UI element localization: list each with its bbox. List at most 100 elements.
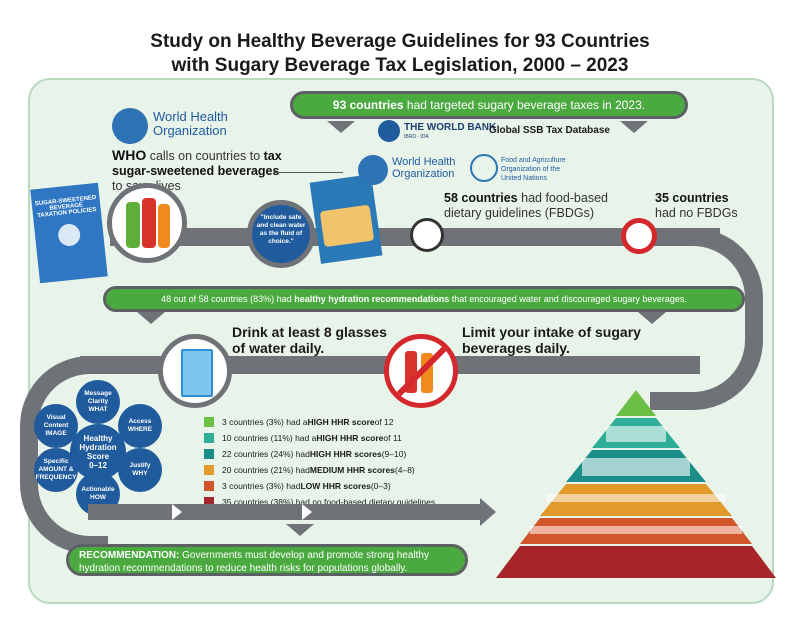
- arrow-right-icon: [172, 504, 182, 520]
- bottle-icon: [126, 202, 140, 248]
- who-name-line-1: World Health: [153, 109, 228, 124]
- who-name-line-2: Organization: [153, 123, 227, 138]
- fbdg-35-bold: 35 countries: [655, 191, 729, 205]
- fbdg-35-rest: had no FBDGs: [655, 206, 738, 220]
- legend-swatch: [204, 481, 214, 491]
- legend-row: 3 countries (3%) had a HIGH HHR score of…: [204, 414, 494, 430]
- legend-row: 22 countries (24%) had HIGH HHR scores (…: [204, 446, 494, 462]
- legend-text: 3 countries (3%) had: [222, 481, 301, 491]
- legend-swatch: [204, 465, 214, 475]
- limit-sugary-text: Limit your intake of sugary beverages da…: [462, 324, 641, 356]
- arrow-down-icon: [286, 524, 314, 536]
- pyramid-flags: [546, 494, 726, 502]
- road-curve-right: [650, 228, 763, 410]
- world-bank-logo: [378, 120, 400, 142]
- node-label: Justify: [129, 462, 151, 469]
- legend-text: of 11: [383, 433, 402, 443]
- quote-text: "Include safe and clean water as the flu…: [256, 214, 306, 245]
- legend-bold: HIGH HHR score: [316, 433, 384, 443]
- title-line-1: Study on Healthy Beverage Guidelines for…: [150, 31, 650, 52]
- food-pyramid: [496, 390, 776, 578]
- node-label: Content: [43, 422, 69, 429]
- water-glass-circle: [158, 334, 232, 408]
- title-line-2: with Sugary Beverage Tax Legislation, 20…: [171, 55, 629, 76]
- fbdg-35-text: 35 countries had no FBDGs: [655, 191, 755, 221]
- legend-row: 20 countries (21%) had MEDIUM HHR scores…: [204, 462, 494, 478]
- who-name-middle: World Health Organization: [392, 156, 455, 180]
- who-ssb-book: SUGAR-SWEETENED BEVERAGE TAXATION POLICI…: [30, 182, 108, 284]
- legend-text: 3 countries (3%) had a: [222, 417, 308, 427]
- who-emblem-icon: [358, 155, 388, 185]
- top-banner: 93 countries had targeted sugary beverag…: [290, 91, 688, 119]
- pyramid-tier-1: [616, 390, 656, 416]
- legend-text: of 12: [374, 417, 394, 427]
- arrow-down-icon: [620, 121, 648, 133]
- fbdg-58-rest: had food-based dietary guidelines (FBDGs…: [444, 191, 608, 220]
- water-glass-icon: [181, 349, 213, 397]
- node-label: IMAGE: [45, 430, 67, 437]
- legend-row: 35 countries (38%) had no food-based die…: [204, 494, 494, 510]
- node-label: AMOUNT &: [38, 466, 74, 473]
- who-name: World Health Organization: [153, 110, 228, 138]
- fao-line-1: Food and Agriculture: [501, 157, 566, 164]
- pyramid-flags: [530, 526, 742, 534]
- fbdg-book-food-image: [319, 204, 375, 248]
- legend-swatch: [204, 449, 214, 459]
- legend-text: 35 countries (38%) had no food-based die…: [222, 497, 436, 507]
- who-call-lead: WHO: [112, 147, 147, 163]
- who-name-middle-line-2: Organization: [392, 168, 455, 180]
- legend-row: 3 countries (3%) had LOW HHR scores (0–3…: [204, 478, 494, 494]
- legend-text: (9–10): [381, 449, 407, 459]
- legend-bold: HIGH HHR scores: [309, 449, 382, 459]
- fao-line-2: Organization of the: [501, 166, 561, 173]
- middle-banner-t1: 48 out of 58 countries (83%) had: [161, 294, 295, 304]
- legend-text: 22 countries (24%) had: [222, 449, 310, 459]
- fao-name: Food and Agriculture Organization of the…: [501, 156, 566, 183]
- node-label: Clarity: [87, 398, 109, 405]
- quote-leader-line: [273, 172, 343, 173]
- bottle-icon: [158, 204, 170, 248]
- recommendation-banner: RECOMMENDATION: Governments must develop…: [66, 544, 468, 576]
- node-label: Message: [84, 390, 112, 397]
- node-label: Specific: [43, 458, 69, 465]
- legend-swatch: [204, 417, 214, 427]
- drink-water-text: Drink at least 8 glasses of water daily.: [232, 324, 387, 356]
- arrow-right-icon: [302, 504, 312, 520]
- sugary-drinks-circle: [107, 183, 187, 263]
- fbdg-58-bold: 58 countries: [444, 191, 518, 205]
- hhr-center-line-3: Score: [86, 452, 110, 461]
- recommendation-rest: Governments must develop and promote str…: [79, 550, 429, 574]
- node-label: WHERE: [127, 426, 153, 433]
- top-banner-rest: had targeted sugary beverage taxes in 20…: [403, 98, 646, 112]
- legend-swatch: [204, 433, 214, 443]
- legend-bold: LOW HHR scores: [300, 481, 371, 491]
- legend-text: 20 countries (21%) had: [222, 465, 310, 475]
- arrow-right-head-icon: [480, 498, 496, 526]
- legend-text: (0–3): [370, 481, 391, 491]
- fao-emblem-icon: [470, 154, 498, 182]
- middle-banner: 48 out of 58 countries (83%) had healthy…: [103, 286, 745, 312]
- who-name-middle-line-1: World Health: [392, 156, 456, 168]
- page-title: Study on Healthy Beverage Guidelines for…: [0, 30, 800, 78]
- node-label: HOW: [90, 494, 106, 501]
- legend-swatch: [204, 497, 214, 507]
- who-call-t1: calls on countries to: [146, 149, 264, 163]
- legend-bold: MEDIUM HHR scores: [309, 465, 395, 475]
- arrow-down-icon: [638, 312, 666, 324]
- who-emblem-icon: [112, 108, 148, 144]
- fbdg-58-text: 58 countries had food-based dietary guid…: [444, 191, 624, 221]
- legend-text: (4–8): [394, 465, 415, 475]
- top-banner-bold: 93 countries: [332, 98, 404, 112]
- no-fbdg-icon: [621, 218, 657, 254]
- book-disc-icon: [57, 222, 82, 248]
- hhr-center-line-4: 0–12: [89, 461, 107, 470]
- limit-sugary-circle: [384, 334, 458, 408]
- node-label: FREQUENCY: [35, 474, 77, 481]
- quote-circle: "Include safe and clean water as the flu…: [247, 200, 315, 268]
- who-call-bold: tax sugar-sweetened beverages: [112, 149, 282, 178]
- node-label: WHAT: [88, 406, 108, 413]
